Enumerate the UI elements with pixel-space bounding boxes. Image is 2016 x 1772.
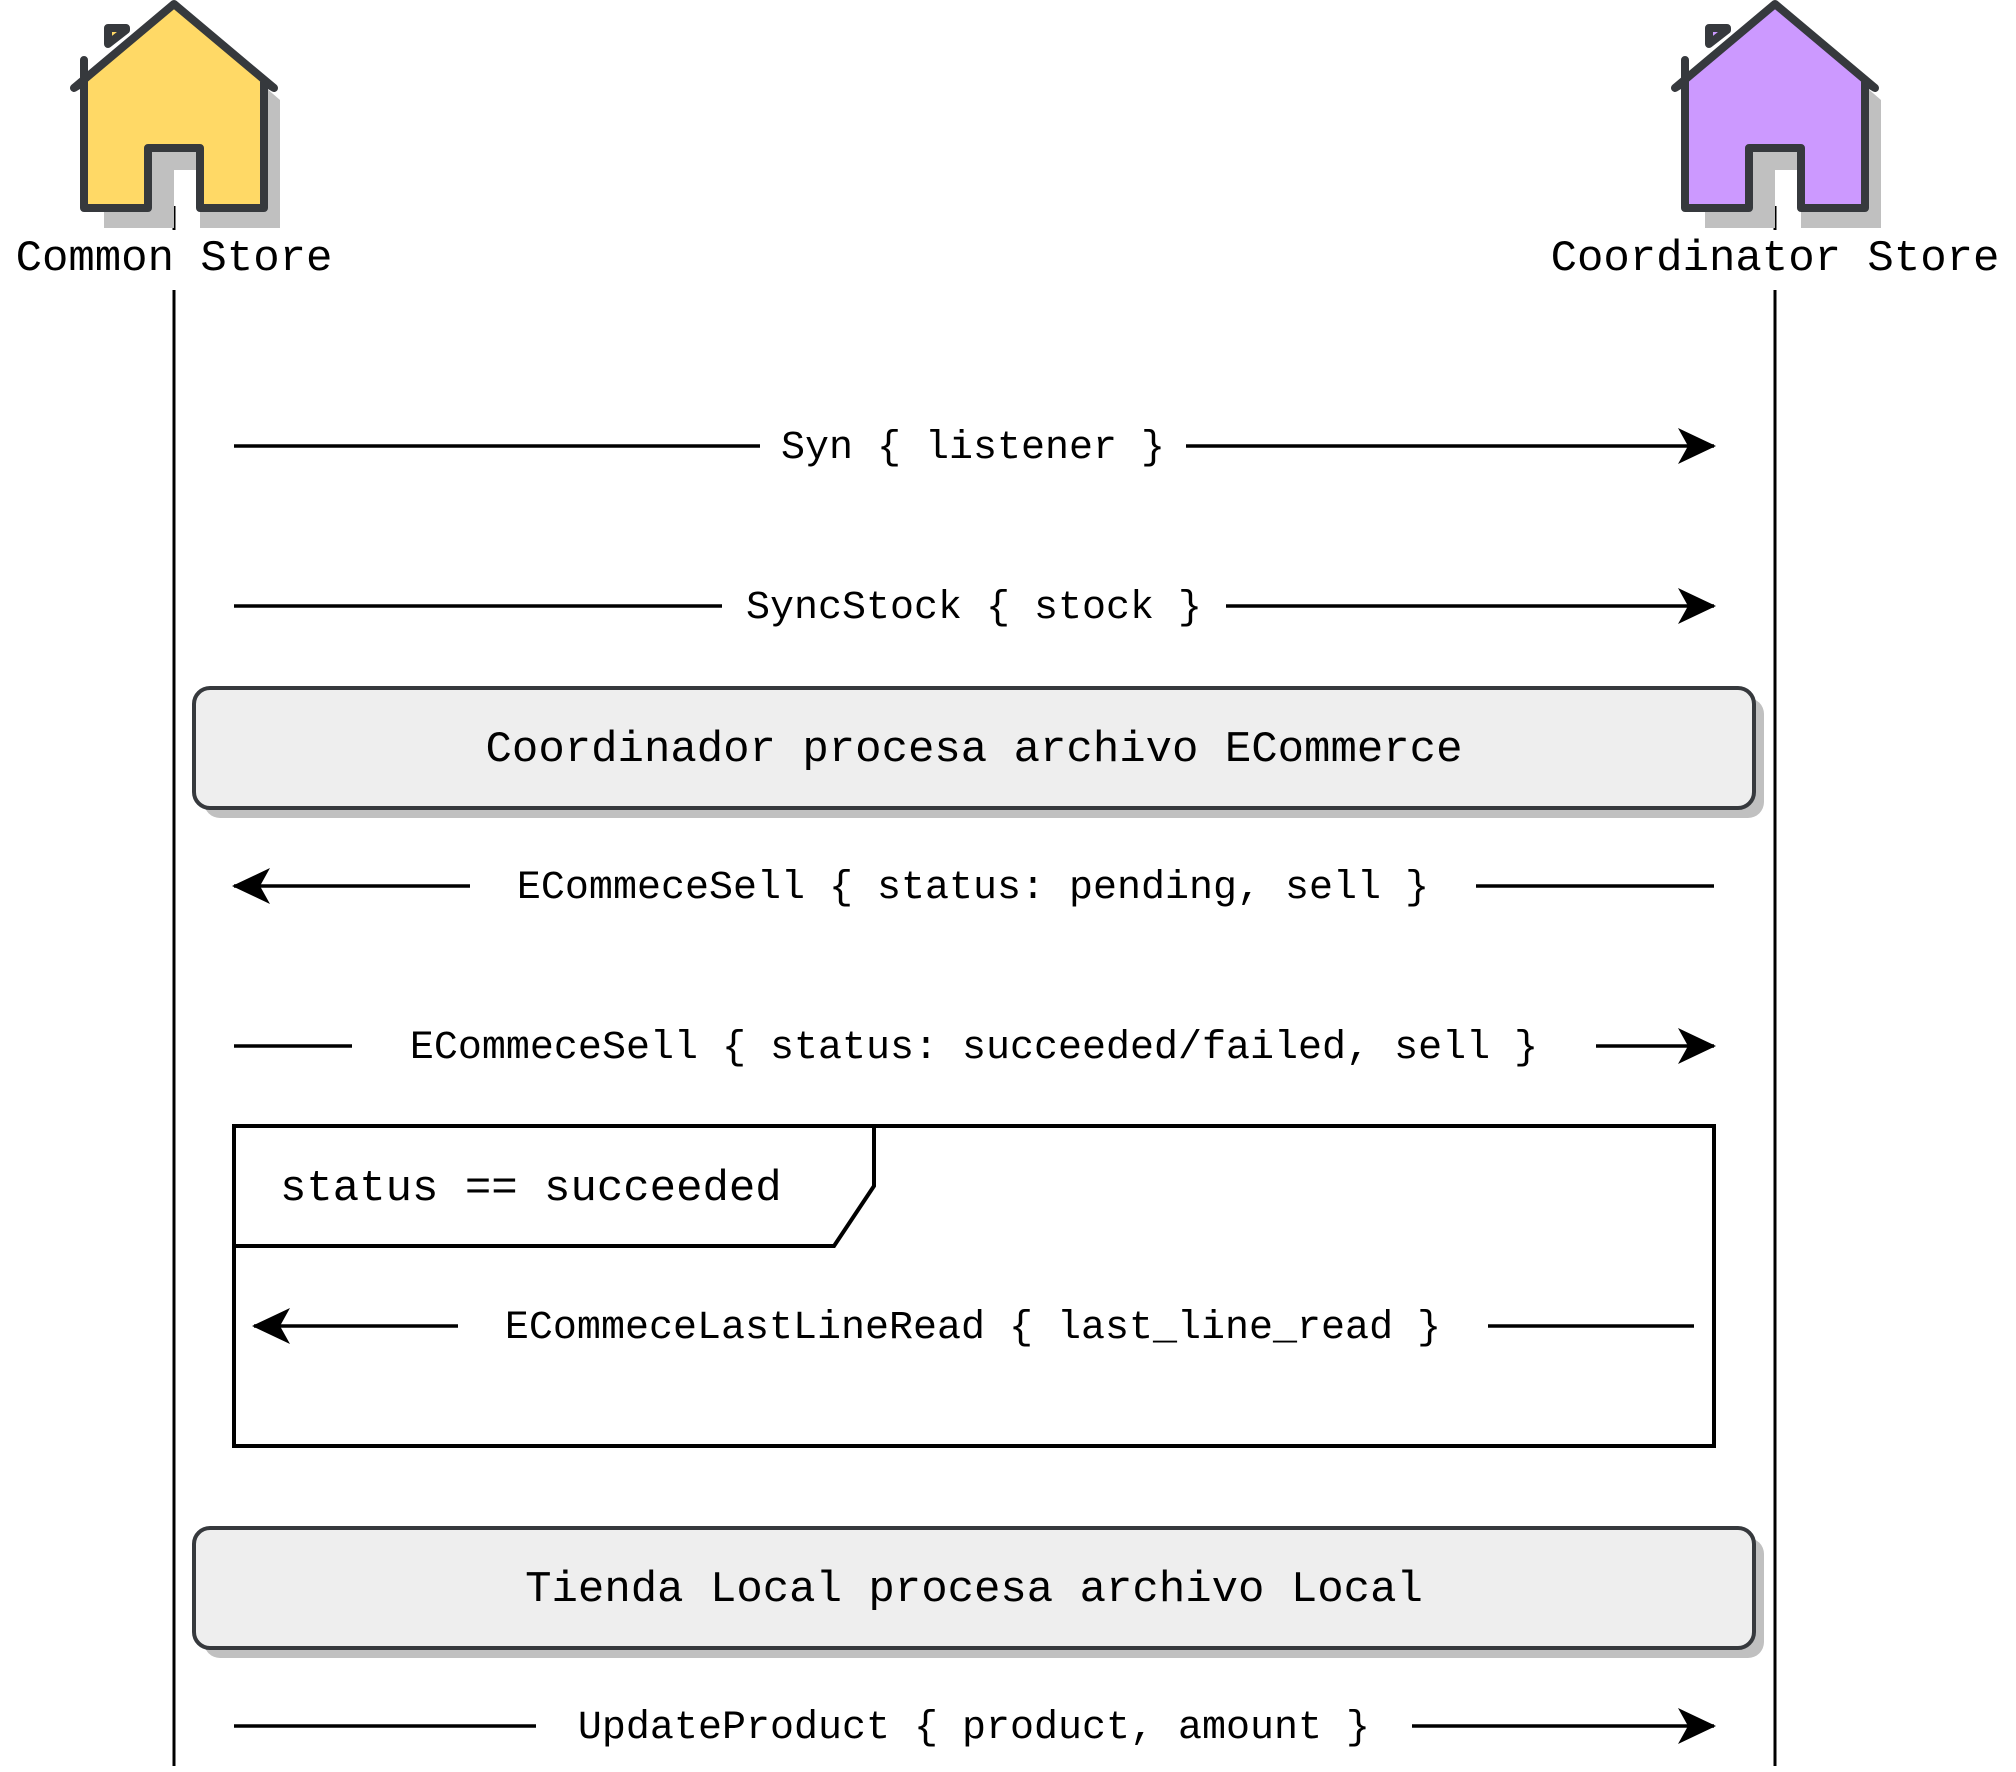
fragment-condition: status == succeeded xyxy=(280,1164,782,1214)
message-label-syn: Syn { listener } xyxy=(781,426,1165,471)
message-label-syncstock: SyncStock { stock } xyxy=(746,586,1202,631)
message-label-updateproduct: UpdateProduct { product, amount } xyxy=(578,1706,1370,1751)
note-tienda-local: Tienda Local procesa archivo Local xyxy=(192,1526,1764,1658)
message-label-ecommecesell-pending: ECommeceSell { status: pending, sell } xyxy=(517,866,1429,911)
house-icon xyxy=(70,0,280,228)
participant-label-common-store: Common Store xyxy=(16,234,333,284)
note-label-coordinador: Coordinador procesa archivo ECommerce xyxy=(486,725,1463,775)
note-coordinador: Coordinador procesa archivo ECommerce xyxy=(192,686,1764,818)
message-label-ecommecesell-result: ECommeceSell { status: succeeded/failed,… xyxy=(410,1026,1538,1071)
participant-label-coordinator-store: Coordinator Store xyxy=(1551,234,2000,284)
note-label-tienda-local: Tienda Local procesa archivo Local xyxy=(525,1565,1423,1615)
message-label-ecommecelastlineread: ECommeceLastLineRead { last_line_read } xyxy=(505,1306,1441,1351)
house-icon xyxy=(1671,0,1881,228)
fragment-frame: status == succeeded xyxy=(232,1124,1716,1448)
